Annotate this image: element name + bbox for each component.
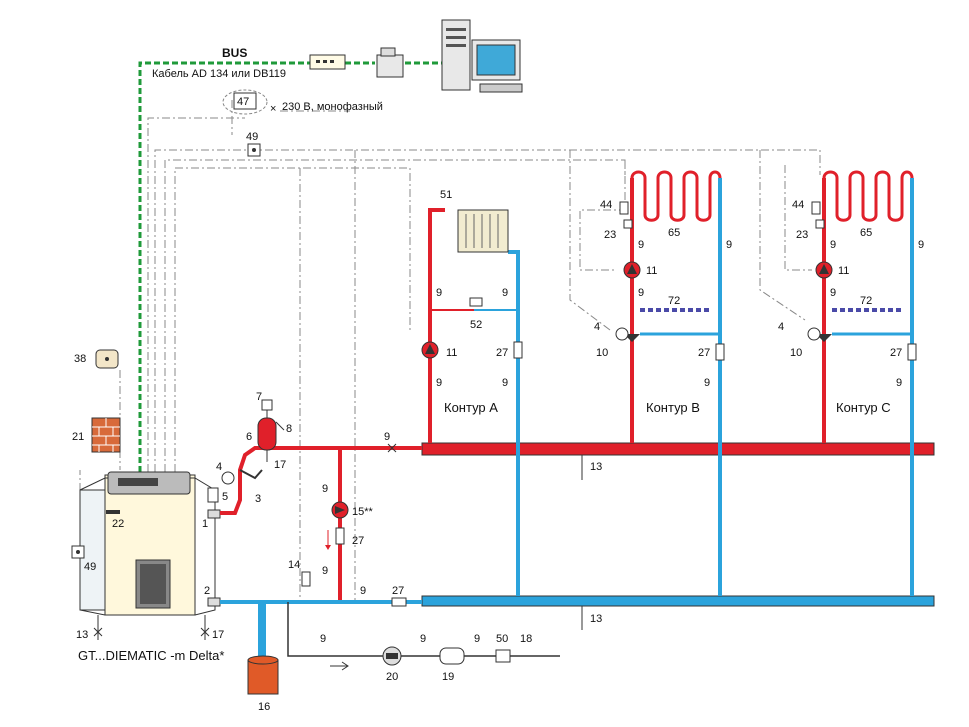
svg-text:21: 21 <box>72 431 84 443</box>
boiler <box>79 471 221 616</box>
mixer-valve-10-c-icon <box>807 327 821 341</box>
svg-text:4: 4 <box>216 461 222 473</box>
svg-text:4: 4 <box>778 321 784 333</box>
svg-text:9: 9 <box>726 239 732 251</box>
svg-text:17: 17 <box>274 459 286 471</box>
floor-loop-65-c <box>822 170 914 222</box>
svg-text:65: 65 <box>668 227 680 239</box>
floor-loop-65-b <box>630 170 722 222</box>
svg-text:14: 14 <box>288 559 300 571</box>
svg-text:×: × <box>270 103 276 115</box>
svg-text:47: 47 <box>237 96 249 108</box>
svg-text:9: 9 <box>474 633 480 645</box>
svg-text:2: 2 <box>204 585 210 597</box>
mixer-valve-10-b-icon <box>615 327 629 341</box>
svg-text:38: 38 <box>74 353 86 365</box>
svg-text:18: 18 <box>520 633 532 645</box>
svg-text:5: 5 <box>222 491 228 503</box>
svg-text:8: 8 <box>286 423 292 435</box>
svg-text:9: 9 <box>502 287 508 299</box>
svg-text:3: 3 <box>255 493 261 505</box>
svg-text:49: 49 <box>84 561 96 573</box>
svg-text:16: 16 <box>258 701 270 713</box>
svg-text:9: 9 <box>918 239 924 251</box>
control-wiring <box>79 100 821 600</box>
svg-text:17: 17 <box>212 629 224 641</box>
svg-text:13: 13 <box>590 461 602 473</box>
svg-text:9: 9 <box>638 239 644 251</box>
svg-text:72: 72 <box>860 295 872 307</box>
svg-text:19: 19 <box>442 671 454 683</box>
svg-text:11: 11 <box>646 265 657 277</box>
svg-text:27: 27 <box>698 347 710 359</box>
svg-text:27: 27 <box>352 535 364 547</box>
svg-text:9: 9 <box>436 377 442 389</box>
svg-text:10: 10 <box>596 347 608 359</box>
svg-text:22: 22 <box>112 518 124 530</box>
svg-text:13: 13 <box>590 613 602 625</box>
svg-text:11: 11 <box>446 347 457 359</box>
svg-text:9: 9 <box>360 585 366 597</box>
svg-text:23: 23 <box>604 229 616 241</box>
circuit-b-label: Контур B <box>646 400 700 415</box>
svg-text:7: 7 <box>256 391 262 403</box>
svg-text:9: 9 <box>320 633 326 645</box>
supply-header <box>421 442 935 456</box>
radiator-icon <box>457 209 509 253</box>
return-header <box>421 595 935 607</box>
svg-text:27: 27 <box>496 347 508 359</box>
svg-text:9: 9 <box>322 483 328 495</box>
manometer-icon <box>221 471 235 485</box>
svg-text:44: 44 <box>600 199 612 211</box>
svg-text:20: 20 <box>386 671 398 683</box>
svg-text:9: 9 <box>436 287 442 299</box>
filter-19-icon <box>439 647 465 665</box>
telephone-icon <box>376 47 404 78</box>
svg-text:9: 9 <box>830 239 836 251</box>
svg-text:11: 11 <box>838 265 849 277</box>
svg-text:44: 44 <box>792 199 804 211</box>
svg-text:6: 6 <box>246 431 252 443</box>
computer-icon <box>441 19 523 93</box>
drain-16-icon <box>247 655 279 695</box>
svg-text:27: 27 <box>890 347 902 359</box>
svg-text:9: 9 <box>830 287 836 299</box>
svg-text:9: 9 <box>896 377 902 389</box>
svg-text:9: 9 <box>322 565 328 577</box>
svg-text:27: 27 <box>392 585 404 597</box>
circuit-a-label: Контур A <box>444 400 498 415</box>
circuit-c-label: Контур C <box>836 400 891 415</box>
air-separator-icon <box>257 417 277 451</box>
svg-text:9: 9 <box>704 377 710 389</box>
svg-text:65: 65 <box>860 227 872 239</box>
power-label: 230 В, монофазный <box>282 101 383 113</box>
svg-text:9: 9 <box>420 633 426 645</box>
boiler-model: GT...DIEMATIC -m Delta* <box>78 648 224 663</box>
svg-text:9: 9 <box>638 287 644 299</box>
svg-text:72: 72 <box>668 295 680 307</box>
svg-text:4: 4 <box>594 321 600 333</box>
svg-text:13: 13 <box>76 629 88 641</box>
wall-icon <box>91 417 121 453</box>
sensor-22-icon <box>106 510 120 514</box>
svg-text:15**: 15** <box>352 506 374 518</box>
svg-text:9: 9 <box>384 431 390 443</box>
svg-text:50: 50 <box>496 633 508 645</box>
svg-text:9: 9 <box>502 377 508 389</box>
svg-text:52: 52 <box>470 319 482 331</box>
svg-text:49: 49 <box>246 131 258 143</box>
junction-box-47 <box>233 92 257 110</box>
svg-text:51: 51 <box>440 189 452 201</box>
svg-text:23: 23 <box>796 229 808 241</box>
svg-text:1: 1 <box>202 518 208 530</box>
svg-text:10: 10 <box>790 347 802 359</box>
modem-icon <box>309 54 346 70</box>
bus-cable-label: Кабель AD 134 или DB119 <box>152 68 286 80</box>
bus-cable <box>138 19 523 472</box>
bus-label: BUS <box>222 46 247 60</box>
